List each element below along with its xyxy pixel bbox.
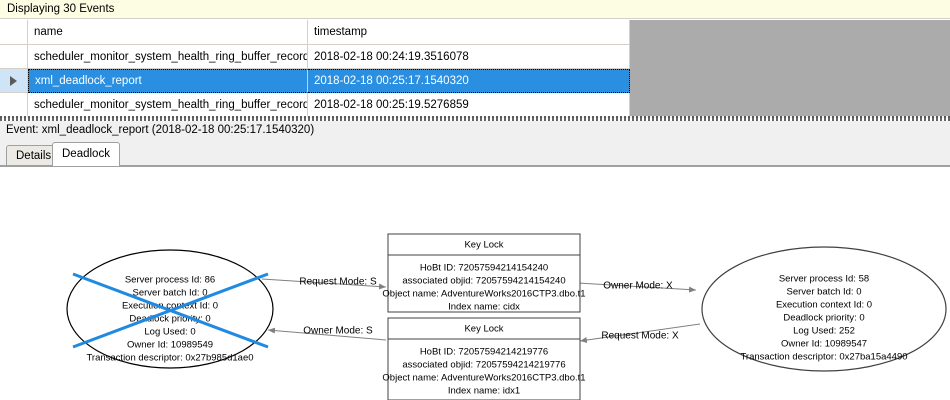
- row-name-value: xml_deadlock_report: [35, 75, 142, 87]
- row-selector-cell[interactable]: [0, 45, 28, 69]
- tab-details[interactable]: Details: [6, 145, 62, 165]
- survivor-line-0: Server process Id: 58: [779, 274, 869, 285]
- row-name-value: scheduler_monitor_system_health_ring_buf…: [34, 50, 308, 63]
- row-timestamp-value: 2018-02-18 00:24:19.3516078: [314, 50, 469, 63]
- resource-bottom-line-0: HoBt ID: 72057594214219776: [420, 347, 548, 358]
- edge-label-request-mode-s: Request Mode: S: [299, 277, 377, 288]
- events-count-label: Displaying 30 Events: [7, 3, 115, 15]
- horizontal-splitter[interactable]: [0, 116, 950, 121]
- resource-top-line-3: Index name: cidx: [448, 302, 520, 313]
- grid-header-name-label: name: [34, 26, 63, 38]
- survivor-line-5: Owner Id: 10989547: [781, 339, 867, 350]
- grid-header-name[interactable]: name: [28, 20, 308, 45]
- row-name-cell[interactable]: xml_deadlock_report: [28, 69, 308, 93]
- row-name-value: scheduler_monitor_system_health_ring_buf…: [34, 98, 308, 111]
- table-row[interactable]: scheduler_monitor_system_health_ring_buf…: [0, 45, 630, 69]
- survivor-line-6: Transaction descriptor: 0x27ba15a4490: [740, 352, 907, 363]
- events-banner: Displaying 30 Events: [0, 0, 950, 19]
- grid-header-selector: [0, 20, 28, 45]
- grid-header-timestamp[interactable]: timestamp: [308, 20, 630, 45]
- row-timestamp-cell[interactable]: 2018-02-18 00:25:17.1540320: [308, 69, 630, 93]
- edge-owner-mode-x: Owner Mode: X: [577, 281, 697, 293]
- tabstrip: Details Deadlock: [0, 140, 950, 166]
- surviving-process-node[interactable]: Server process Id: 58 Server batch Id: 0…: [701, 246, 947, 372]
- edge-owner-mode-s: Owner Mode: S: [267, 326, 387, 341]
- victim-line-0: Server process Id: 86: [125, 275, 215, 286]
- resource-node-top[interactable]: Key Lock HoBt ID: 72057594214154240 asso…: [382, 233, 586, 313]
- victim-line-3: Deadlock priority: 0: [129, 314, 210, 325]
- victim-cross-icon: [72, 272, 269, 349]
- row-timestamp-value: 2018-02-18 00:25:17.1540320: [314, 75, 469, 87]
- victim-line-6: Transaction descriptor: 0x27b985d1ae0: [86, 353, 253, 364]
- resource-bottom-line-1: associated objid: 72057594214219776: [402, 360, 565, 371]
- resource-top-title: Key Lock: [464, 240, 503, 251]
- survivor-line-4: Log Used: 252: [793, 326, 855, 337]
- edge-label-request-mode-x: Request Mode: X: [601, 331, 679, 342]
- victim-line-5: Owner Id: 10989549: [127, 340, 213, 351]
- event-detail-header: Event: xml_deadlock_report (2018-02-18 0…: [0, 121, 950, 140]
- table-row[interactable]: scheduler_monitor_system_health_ring_buf…: [0, 93, 630, 117]
- row-timestamp-cell[interactable]: 2018-02-18 00:24:19.3516078: [308, 45, 630, 69]
- tab-baseline: [0, 165, 950, 166]
- row-selector-cell[interactable]: [0, 93, 28, 117]
- grid-header-row: name timestamp: [0, 20, 630, 45]
- deadlock-graph-canvas[interactable]: Request Mode: S Owner Mode: X Owner Mode…: [0, 166, 950, 400]
- grid-header-timestamp-label: timestamp: [314, 26, 368, 38]
- resource-top-line-1: associated objid: 72057594214154240: [402, 276, 565, 287]
- row-timestamp-cell[interactable]: 2018-02-18 00:25:19.5276859: [308, 93, 630, 117]
- table-row[interactable]: xml_deadlock_report 2018-02-18 00:25:17.…: [0, 69, 630, 93]
- row-timestamp-value: 2018-02-18 00:25:19.5276859: [314, 98, 469, 111]
- resource-node-bottom[interactable]: Key Lock HoBt ID: 72057594214219776 asso…: [382, 317, 586, 400]
- edge-request-mode-s: Request Mode: S: [261, 277, 387, 290]
- resource-bottom-title: Key Lock: [464, 324, 503, 335]
- row-name-cell[interactable]: scheduler_monitor_system_health_ring_buf…: [28, 93, 308, 117]
- survivor-line-3: Deadlock priority: 0: [783, 313, 864, 324]
- resource-top-line-0: HoBt ID: 72057594214154240: [420, 263, 548, 274]
- edge-label-owner-mode-s: Owner Mode: S: [303, 326, 373, 337]
- edge-label-owner-mode-x: Owner Mode: X: [603, 281, 673, 292]
- event-detail-title: Event: xml_deadlock_report (2018-02-18 0…: [6, 124, 315, 136]
- resource-top-line-2: Object name: AdventureWorks2016CTP3.dbo.…: [382, 289, 585, 300]
- events-grid[interactable]: name timestamp scheduler_monitor_system_…: [0, 20, 950, 118]
- victim-process-node[interactable]: Server process Id: 86 Server batch Id: 0…: [66, 249, 274, 369]
- row-name-cell[interactable]: scheduler_monitor_system_health_ring_buf…: [28, 45, 308, 69]
- row-selector-cell[interactable]: [0, 69, 28, 93]
- victim-line-1: Server batch Id: 0: [133, 288, 208, 299]
- tab-deadlock[interactable]: Deadlock: [52, 142, 120, 166]
- resource-bottom-line-2: Object name: AdventureWorks2016CTP3.dbo.…: [382, 373, 585, 384]
- resource-bottom-line-3: Index name: idx1: [448, 386, 520, 397]
- victim-line-2: Execution context Id: 0: [122, 301, 218, 312]
- survivor-line-2: Execution context Id: 0: [776, 300, 872, 311]
- row-pointer-icon: [10, 75, 17, 86]
- victim-line-4: Log Used: 0: [144, 327, 195, 338]
- survivor-line-1: Server batch Id: 0: [787, 287, 862, 298]
- edge-request-mode-x: Request Mode: X: [579, 323, 701, 343]
